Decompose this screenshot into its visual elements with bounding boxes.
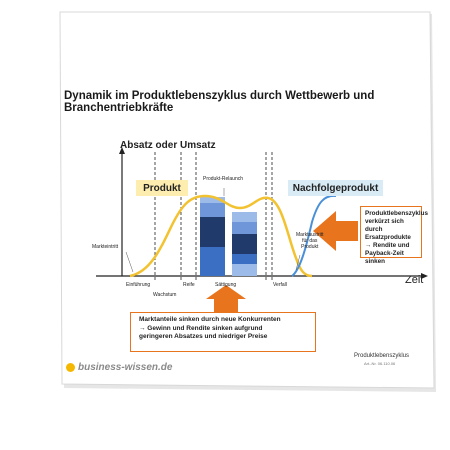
callout-successor: Produktlebenszyklus verkürzt sich durch … <box>360 206 428 265</box>
phase-label: Sättigung <box>215 282 237 288</box>
phase-label: Verfall <box>273 282 287 288</box>
phase-label: Wachstum <box>153 292 177 298</box>
relaunch-bar-right <box>232 212 257 276</box>
orange-arrow-up <box>206 285 246 312</box>
relaunch-label: Produkt-Relaunch <box>203 176 244 182</box>
product-label: Produkt <box>136 180 188 196</box>
market-entry-label: Markteintritt <box>92 244 119 250</box>
diagram-title: Dynamik im Produktlebenszyklus durch Wet… <box>64 90 375 114</box>
x-axis-arrow <box>421 273 428 279</box>
orange-arrow-left <box>313 211 358 251</box>
phase-label: Reife <box>183 282 195 288</box>
successor-curve <box>291 194 337 277</box>
y-axis-label: Absatz oder Umsatz <box>120 140 216 151</box>
callout-competition: Marktanteile sinken durch neue Konkurren… <box>130 312 316 352</box>
footer-product-name: Produktlebenszyklus <box>354 353 410 359</box>
successor-product-label: Nachfolgeprodukt <box>288 180 383 196</box>
phase-label: Einführung <box>126 282 151 288</box>
y-axis-arrow <box>119 147 125 154</box>
brand-logo-icon <box>66 363 75 372</box>
x-axis-label: Zeit <box>405 274 424 286</box>
footer-article-number: Art.-Nr. 06.110.06 <box>364 361 396 366</box>
product-curve <box>129 194 313 278</box>
relaunch-bar-left <box>200 197 225 276</box>
market-exit-label: Marktaustritt für das Produkt <box>296 232 324 250</box>
brand-name: business-wissen.de <box>78 362 173 373</box>
